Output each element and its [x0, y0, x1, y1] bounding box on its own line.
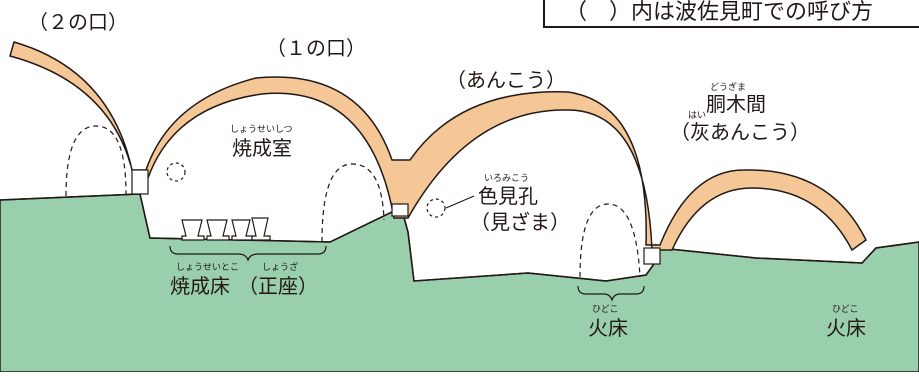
label-mizama: （見ざま） — [470, 210, 570, 234]
peephole-1 — [166, 162, 186, 182]
pillar-1 — [131, 169, 149, 195]
pillar-2 — [391, 203, 409, 217]
ruby-hidoko-1: ひどこ — [592, 305, 619, 315]
note-text: （ ）内は波佐見町での呼び方 — [565, 0, 874, 25]
label-ankou: （あんこう） — [446, 68, 566, 92]
label-mouth2: （２の口） — [28, 10, 128, 34]
label-mouth1: （１の口） — [266, 36, 366, 60]
brace-hidoko — [577, 285, 645, 302]
ruby-hidoko-2: ひどこ — [832, 305, 859, 315]
label-hidoko-2: 火床 — [826, 316, 866, 340]
ground — [0, 193, 919, 373]
chamber-floor-outline — [0, 193, 919, 282]
peephole-leader — [445, 195, 475, 209]
label-iromikou: 色見孔 — [478, 184, 538, 208]
note-box: （ ）内は波佐見町での呼び方 — [543, 0, 919, 28]
peephole-2 — [426, 198, 446, 218]
ruby-shouza: しょうざ — [262, 263, 299, 273]
dashed-door-2 — [321, 163, 385, 243]
label-hai-ankou: （灰あんこう） — [670, 120, 810, 144]
brace-shoseitoko — [169, 245, 327, 262]
ruby-domakima: どうぎま — [710, 83, 747, 93]
ruby-shoseitoko: しょうせいとこ — [176, 263, 240, 273]
pillar-3 — [643, 247, 661, 265]
pottery-stack — [181, 217, 271, 241]
label-shoseishitsu: 焼成室 — [232, 136, 292, 160]
label-domakima: 胴木間 — [706, 92, 766, 116]
dashed-door-3 — [579, 203, 641, 278]
label-shouza: （正座） — [238, 274, 318, 298]
ruby-iromikou: いろみこう — [484, 174, 530, 184]
dashed-door-1 — [65, 125, 127, 197]
label-hidoko-1: 火床 — [588, 316, 628, 340]
vault-arch-1 — [9, 41, 867, 252]
ruby-shoseishitsu: しょうせいしつ — [230, 125, 293, 135]
label-shoseitoko: 焼成床 — [170, 274, 230, 298]
ruby-hai: はい — [688, 111, 707, 121]
